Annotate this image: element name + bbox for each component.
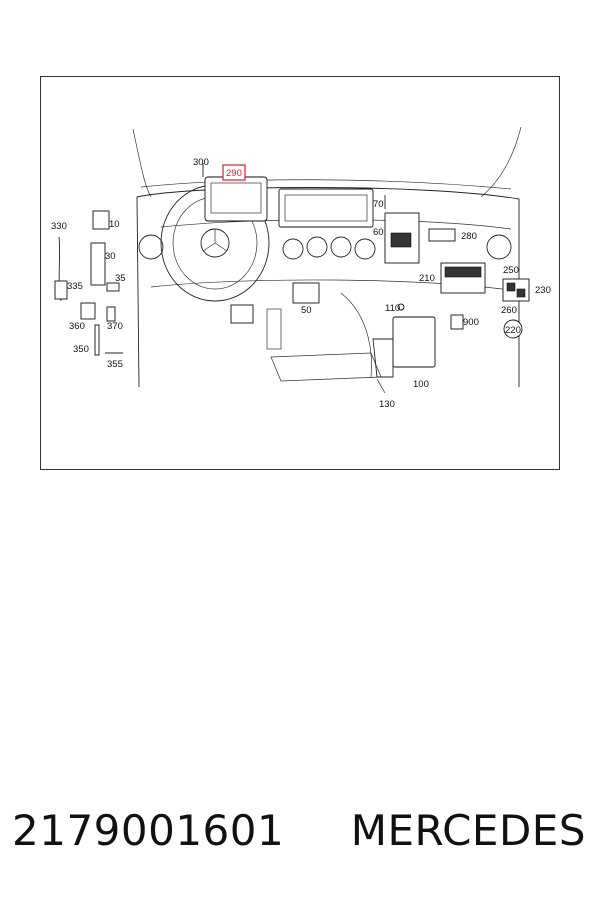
callout-370: 370 — [107, 321, 123, 332]
screw-110 — [397, 303, 405, 311]
callout-210: 210 — [419, 273, 435, 284]
console-side — [340, 292, 372, 378]
air-vent-3 — [330, 236, 352, 258]
callout-130: 130 — [379, 399, 395, 410]
callout-100: 100 — [413, 379, 429, 390]
callout-300: 300 — [193, 157, 209, 168]
part-370 — [106, 306, 116, 322]
cluster-face — [210, 182, 262, 214]
air-vent-2 — [306, 236, 328, 258]
fuse-row — [444, 266, 482, 278]
callout-260: 260 — [501, 305, 517, 316]
central-display — [278, 188, 374, 228]
callout-360: 360 — [69, 321, 85, 332]
star-points — [202, 229, 228, 252]
bracket-130-leader — [376, 378, 386, 394]
callout-110: 110 — [385, 303, 400, 314]
callout-900: 900 — [463, 317, 479, 328]
dashboard-outline — [136, 187, 520, 388]
callout-30: 30 — [105, 251, 116, 262]
callout-280: 280 — [461, 231, 477, 242]
part-number: 2179001601 — [12, 806, 285, 855]
callout-355: 355 — [107, 359, 123, 370]
callout-335: 335 — [67, 281, 83, 292]
brake-pedal — [230, 304, 254, 324]
module-60-connector — [390, 232, 412, 248]
callout-350: 350 — [73, 344, 89, 355]
part-350 — [94, 324, 100, 356]
callout-10: 10 — [109, 219, 120, 230]
part-900 — [450, 314, 464, 330]
module-60 — [384, 212, 420, 264]
dashboard-parts-diagram: 300 290 70 60 280 210 250 230 260 220 90… — [51, 126, 551, 410]
relay-260 — [516, 288, 526, 298]
instrument-cluster-part — [204, 176, 268, 222]
module-280 — [428, 228, 456, 242]
callout-290-highlight-box — [222, 164, 246, 181]
left-outer-vent — [138, 234, 164, 260]
part-360 — [80, 302, 96, 320]
parts-diagram-frame: 300 290 70 60 280 210 250 230 260 220 90… — [40, 76, 560, 470]
air-vent-4 — [354, 238, 376, 260]
display-screen — [284, 194, 368, 222]
center-console — [270, 352, 382, 382]
control-unit-100 — [392, 316, 436, 368]
part-30 — [90, 242, 106, 286]
part-10 — [92, 210, 110, 230]
callout-330: 330 — [51, 221, 67, 232]
part-220 — [503, 319, 523, 339]
part-335 — [54, 280, 68, 300]
right-a-pillar — [480, 126, 522, 198]
module-50 — [292, 282, 320, 304]
accelerator-pedal — [266, 308, 282, 350]
part-35 — [106, 282, 120, 292]
brand-name: MERCEDES — [350, 806, 586, 855]
callout-60: 60 — [373, 227, 384, 238]
callout-35: 35 — [115, 273, 126, 284]
bracket-130 — [372, 338, 394, 378]
callout-70: 70 — [373, 199, 384, 210]
relay-250 — [506, 282, 516, 292]
right-outer-vent — [486, 234, 512, 260]
callout-290: 290 — [226, 168, 242, 179]
windshield-base — [140, 179, 512, 190]
air-vent-1 — [282, 238, 304, 260]
callout-230: 230 — [535, 285, 551, 296]
callout-250: 250 — [503, 265, 519, 276]
left-a-pillar — [132, 128, 152, 198]
callout-220: 220 — [505, 325, 521, 336]
callout-50: 50 — [301, 305, 312, 316]
